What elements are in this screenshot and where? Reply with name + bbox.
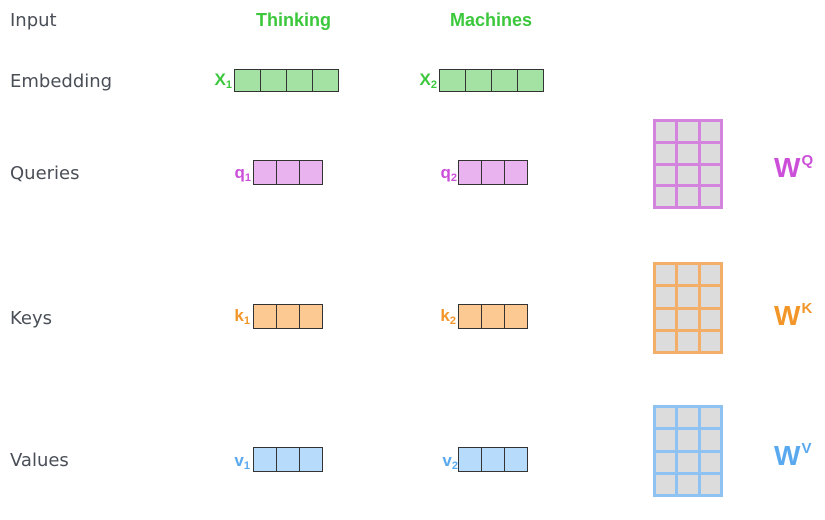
row-label-keys: Keys: [10, 308, 53, 329]
v1-label: v1: [234, 451, 250, 472]
wv-matrix: [653, 405, 723, 497]
row-label-embedding: Embedding: [10, 71, 113, 92]
x1-label: X1: [214, 70, 232, 91]
q2-vector: [458, 160, 528, 185]
q1-label: q1: [234, 163, 251, 184]
row-label-values: Values: [10, 450, 69, 471]
input-word-machines: Machines: [450, 10, 533, 30]
wv-label: WV: [774, 440, 812, 471]
k2-vector: [458, 304, 528, 329]
wq-label: WQ: [774, 152, 814, 183]
wq-matrix: [653, 119, 723, 209]
q1-vector: [253, 160, 323, 185]
k2-label: k2: [440, 306, 456, 327]
input-word-thinking: Thinking: [256, 10, 331, 30]
row-label-queries: Queries: [10, 163, 80, 184]
k1-vector: [253, 304, 323, 329]
row-label-input: Input: [10, 10, 57, 31]
wk-matrix: [653, 262, 723, 354]
q2-label: q2: [440, 163, 457, 184]
v2-vector: [458, 447, 528, 472]
v2-label: v2: [442, 451, 458, 472]
x2-label: X2: [419, 70, 437, 91]
x1-vector: [234, 69, 339, 92]
wk-label: WK: [774, 300, 813, 331]
v1-vector: [253, 447, 323, 472]
k1-label: k1: [234, 306, 250, 327]
x2-vector: [439, 69, 544, 92]
